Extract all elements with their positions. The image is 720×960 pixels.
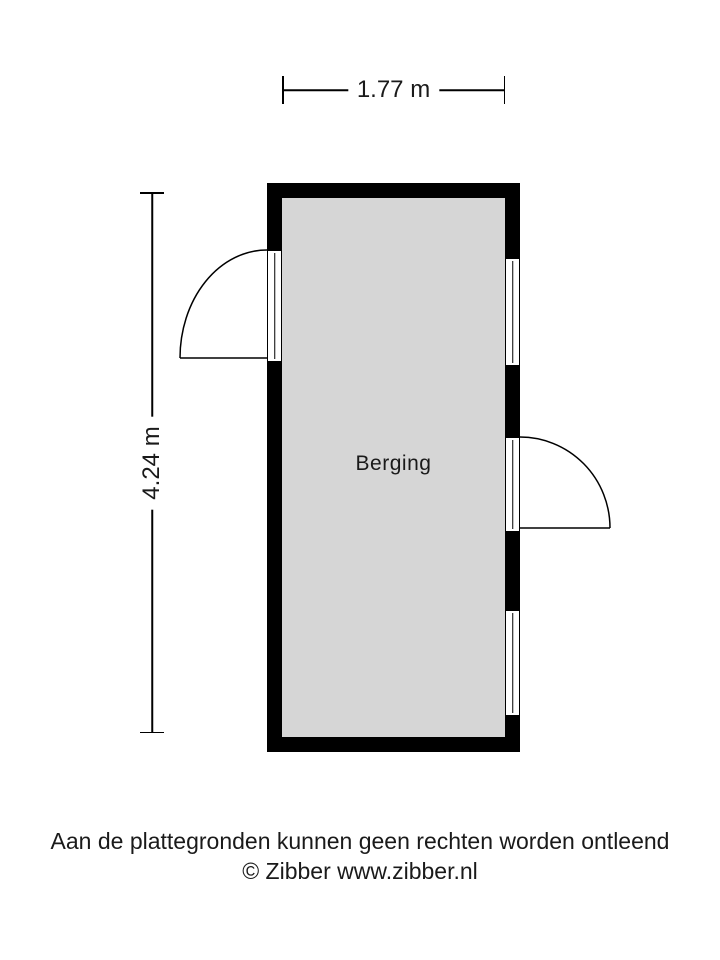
door-left-swing-icon bbox=[179, 249, 268, 359]
window-right-top-icon bbox=[505, 258, 520, 366]
dimension-height-tick-bottom bbox=[140, 731, 164, 733]
footer-copyright: © Zibber www.zibber.nl bbox=[242, 858, 478, 884]
dimension-width-label: 1.77 m bbox=[347, 76, 440, 104]
room-berging-floor bbox=[282, 198, 505, 737]
door-left-opening-icon bbox=[267, 250, 282, 362]
dimension-height-label: 4.24 m bbox=[138, 415, 166, 510]
dimension-height: 4.24 m bbox=[138, 192, 166, 733]
dimension-width-tick-right bbox=[503, 76, 505, 104]
window-right-bottom-icon bbox=[505, 610, 520, 716]
dimension-width: 1.77 m bbox=[282, 76, 505, 104]
door-right-opening-icon bbox=[505, 437, 520, 532]
footer-disclaimer: Aan de plattegronden kunnen geen rechten… bbox=[50, 828, 670, 854]
footer: Aan de plattegronden kunnen geen rechten… bbox=[0, 828, 720, 885]
dimension-width-tick-left bbox=[282, 76, 284, 104]
dimension-height-tick-top bbox=[140, 192, 164, 194]
room-label: Berging bbox=[355, 451, 432, 475]
room-berging-walls: Berging bbox=[267, 183, 520, 752]
door-right-swing-icon bbox=[519, 436, 611, 529]
